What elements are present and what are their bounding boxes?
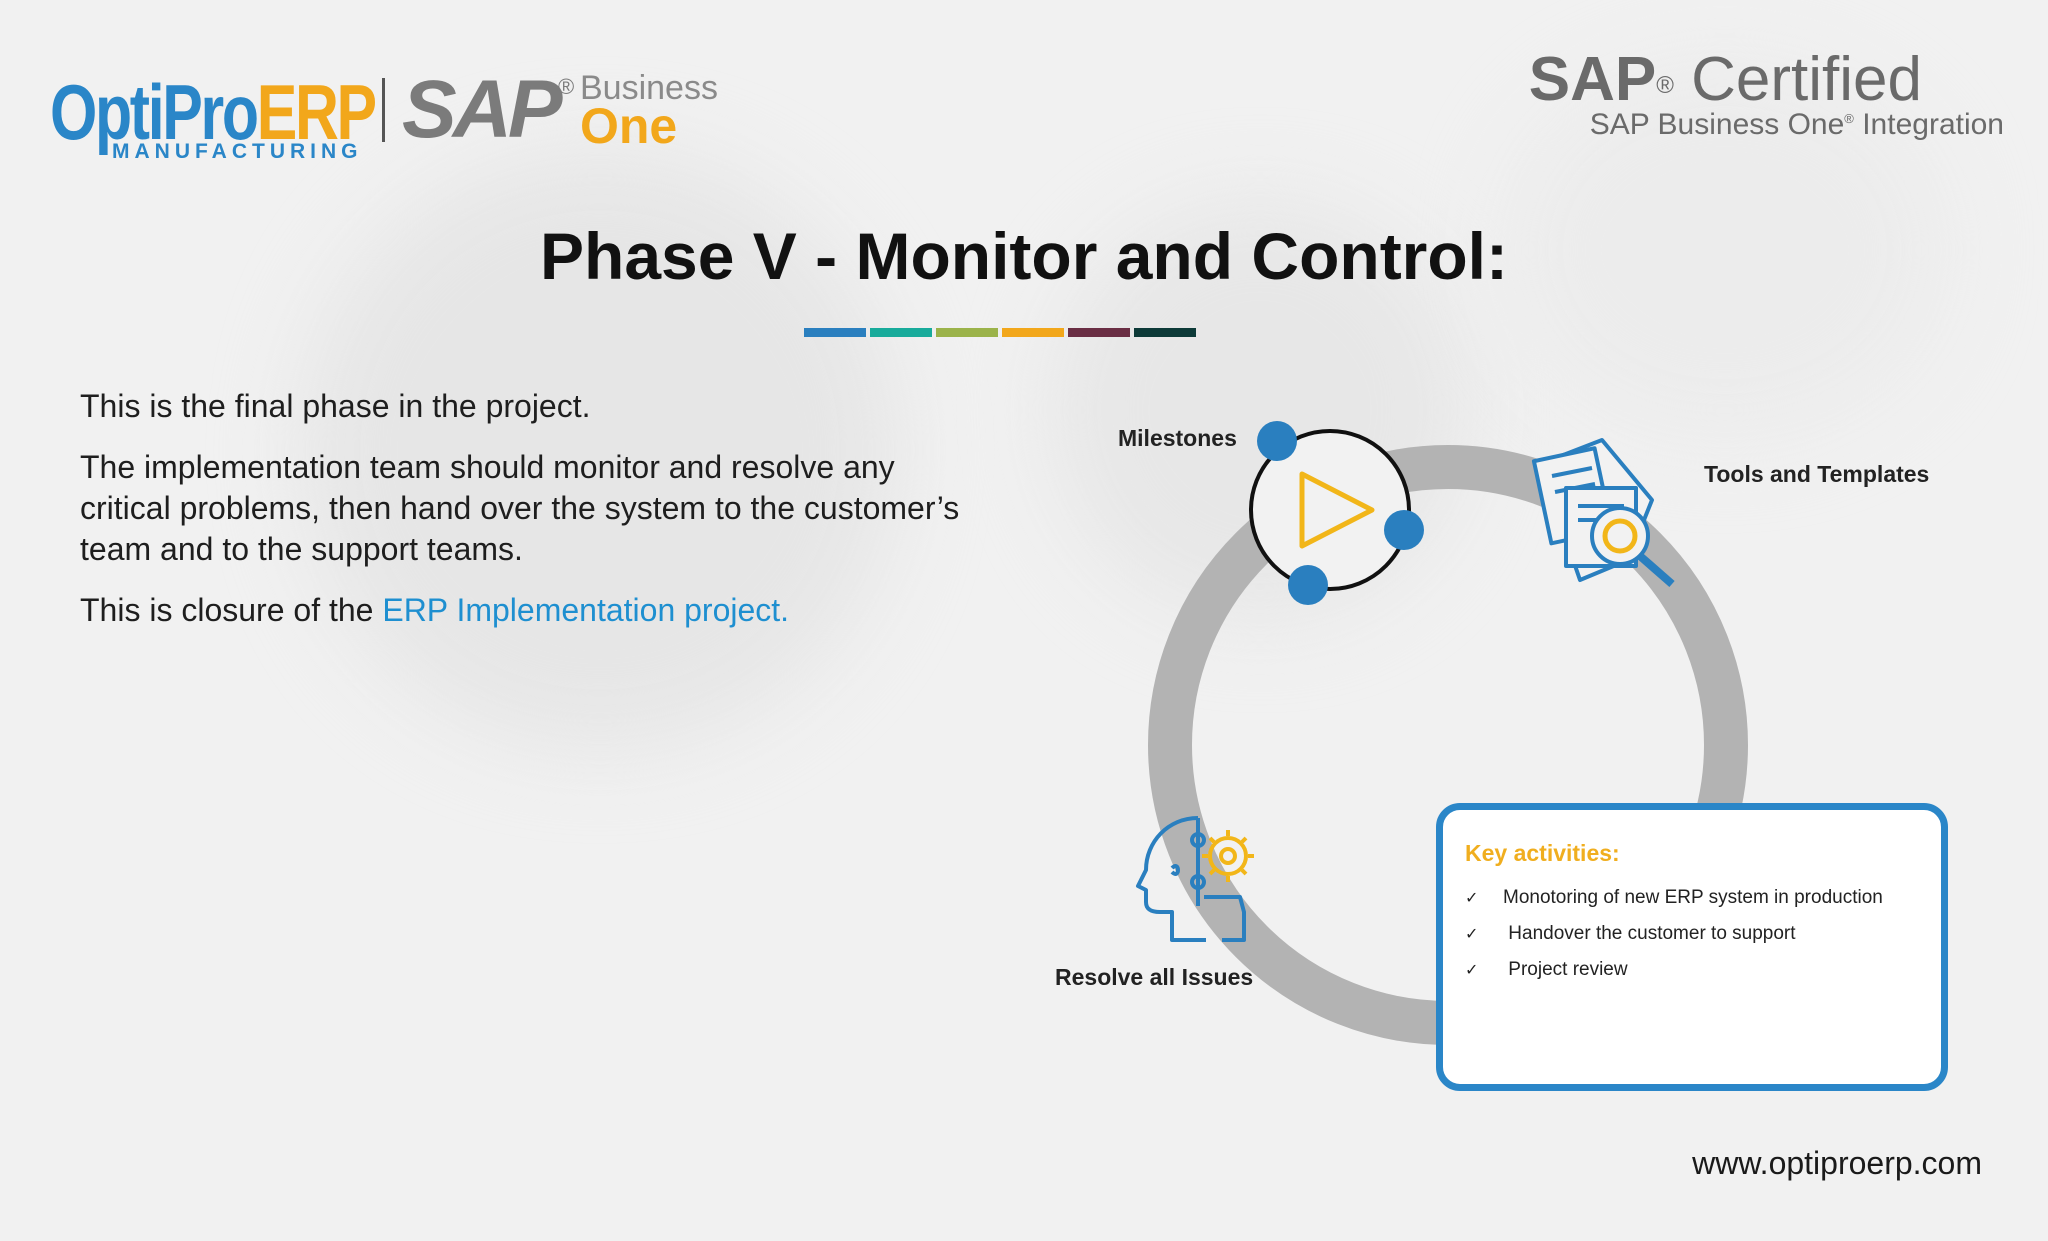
optipro-logo: OptiProERP [50, 68, 377, 156]
page-title: Phase V - Monitor and Control: [540, 219, 1508, 293]
background-photo-shape [1500, 60, 1950, 440]
label-resolve-issues: Resolve all Issues [1055, 964, 1254, 990]
head-gear-icon [1136, 816, 1254, 942]
sap-logo: SAP [402, 64, 563, 155]
background-photo [300, 150, 900, 750]
logo-divider [382, 78, 385, 142]
key-activities-title: Key activities: [1465, 840, 1620, 866]
paragraph-1: This is the final phase in the project. [80, 388, 591, 424]
sap-integration-subtitle: SAP Business One® Integration [1589, 108, 2004, 141]
manufacturing-label: MANUFACTURING [112, 140, 363, 163]
check-icon: ✓ [1465, 890, 1479, 907]
color-bar-segment [1068, 328, 1130, 337]
label-milestones: Milestones [1118, 425, 1237, 451]
milestones-icon [1249, 421, 1424, 605]
color-bar-segment [870, 328, 932, 337]
optipro-sap-logo: OptiProERP MANUFACTURING SAP ® Business … [50, 64, 730, 172]
website-url[interactable]: www.optiproerp.com [1692, 1145, 1982, 1181]
paragraph-3: This is closure of the ERP Implementatio… [80, 592, 790, 628]
documents-search-icon [1531, 438, 1675, 588]
sap-certified-badge: SAP® Certified SAP Business One® Integra… [1529, 48, 2004, 148]
list-item: ✓ Project review [1465, 952, 1883, 988]
check-icon: ✓ [1465, 926, 1479, 943]
description: This is the final phase in the project. … [80, 386, 980, 651]
erp-project-link[interactable]: ERP Implementation project. [382, 592, 790, 628]
registered-mark: ® [558, 74, 575, 99]
one-label: One [580, 98, 678, 154]
list-item: ✓Monotoring of new ERP system in product… [1465, 880, 1883, 916]
color-bar-segment [936, 328, 998, 337]
business-label: Business [580, 69, 718, 107]
sap-certified-title: SAP® Certified [1528, 45, 1922, 114]
key-activities-box: Key activities: ✓Monotoring of new ERP s… [1436, 803, 1948, 1091]
check-icon: ✓ [1465, 962, 1479, 979]
paragraph-2: The implementation team should monitor a… [80, 449, 960, 567]
color-bar-segment [1002, 328, 1064, 337]
color-bar-segment [804, 328, 866, 337]
key-activities-list: ✓Monotoring of new ERP system in product… [1465, 880, 1883, 988]
color-bar-segment [1134, 328, 1196, 337]
title-color-bar [804, 328, 1196, 337]
list-item: ✓ Handover the customer to support [1465, 916, 1883, 952]
label-tools-and-templates: Tools and Templates [1704, 461, 1930, 487]
